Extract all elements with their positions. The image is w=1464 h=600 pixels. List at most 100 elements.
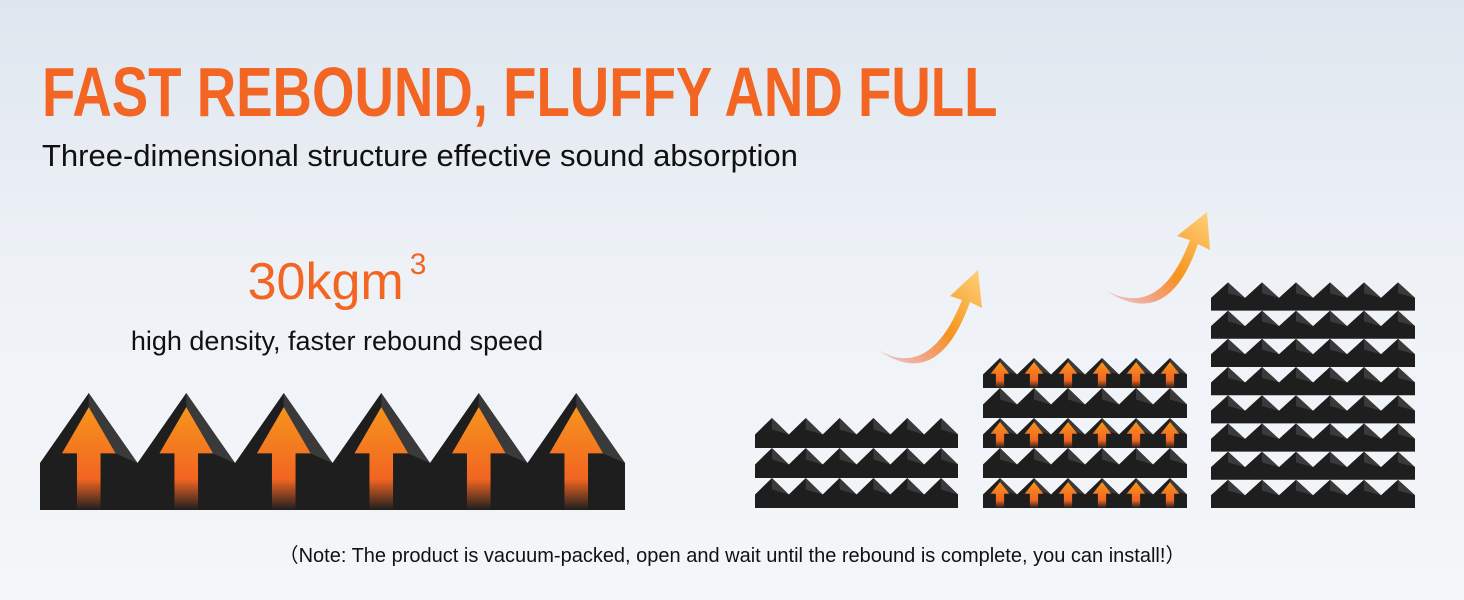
foam-wedge-shade (1068, 388, 1085, 405)
foam-wedge-shade (1262, 395, 1279, 411)
foam-wedge-shade (1296, 423, 1313, 439)
subheadline: Three-dimensional structure effective so… (42, 138, 798, 173)
foam-wedge-shade (907, 418, 925, 435)
foam-wedge-shade (941, 448, 958, 465)
installation-note: （Note: The product is vacuum-packed, ope… (278, 545, 1186, 567)
foam-wedge-shade (1068, 448, 1085, 465)
density-description: high density, faster rebound speed (130, 326, 544, 356)
foam-wedge-shade (1102, 448, 1119, 465)
foam-wedge-shade (771, 418, 789, 435)
up-arrow-icon (451, 407, 506, 510)
foam-wedge-shade (1136, 388, 1153, 405)
foam-wedge-shade (1398, 423, 1415, 439)
foam-wedge-shade (1296, 282, 1313, 298)
foam-wedge-shade (1364, 338, 1381, 355)
foam-wedge-shade (1330, 367, 1347, 383)
foam-wedge-shade (1262, 451, 1279, 468)
foam-wedge-shade (1228, 423, 1245, 439)
foam-wedge-shade (839, 418, 857, 435)
foam-wedge-shade (1398, 310, 1415, 327)
foam-wedge-shade (1398, 367, 1415, 383)
density-unit-superscript: 3 (409, 248, 427, 281)
foam-wedge-shade (1034, 388, 1051, 405)
foam-wedge-shade (1228, 310, 1245, 327)
foam-wedge-shade (1330, 395, 1347, 411)
foam-wedge-shade (1398, 451, 1415, 468)
foam-wedge-shade (1228, 338, 1245, 355)
foam-wedge-shade (1228, 282, 1245, 298)
up-arrow-icon (256, 407, 311, 510)
foam-wedge-shade (1364, 451, 1381, 468)
foam-wedge-shade (873, 418, 891, 435)
up-arrow-icon (1092, 422, 1112, 448)
foam-wedge-shade (1296, 367, 1313, 383)
foam-wedge-shade (1398, 338, 1415, 355)
foam-wedge-shade (1034, 448, 1051, 465)
up-arrow-icon (159, 407, 214, 510)
foam-wedge-shade (1330, 282, 1347, 298)
foam-wedge-shade (1364, 479, 1381, 496)
foam-wedge-shade (1398, 479, 1415, 496)
foam-wedge-shade (907, 478, 925, 495)
foam-wedge-shade (805, 478, 823, 495)
foam-wedge-shade (1296, 395, 1313, 411)
foam-wedge-shade (1398, 282, 1415, 298)
foam-wedge-shade (1398, 395, 1415, 411)
foam-wedge-shade (805, 448, 823, 465)
up-arrow-icon (1024, 482, 1044, 508)
foam-wedge-shade (1330, 338, 1347, 355)
foam-wedge-shade (1296, 451, 1313, 468)
foam-wedge-shade (1364, 310, 1381, 327)
up-arrow-icon (1024, 362, 1044, 388)
foam-wedge-shade (1364, 367, 1381, 383)
up-arrow-icon (1092, 482, 1112, 508)
foam-wedge-shade (1262, 310, 1279, 327)
up-arrow-icon (990, 482, 1010, 508)
foam-wedge-shade (1364, 423, 1381, 439)
up-arrow-icon (1058, 422, 1078, 448)
up-arrow-icon (61, 407, 116, 510)
foam-wedge-shade (1330, 479, 1347, 496)
up-arrow-icon (1160, 362, 1180, 388)
foam-wedge-shade (1262, 338, 1279, 355)
foam-wedge-shade (771, 478, 789, 495)
foam-wedge-shade (1296, 479, 1313, 496)
foam-wedge-shade (1364, 282, 1381, 298)
foam-wedge-shade (1000, 388, 1017, 405)
foam-wedge-shade (1136, 448, 1153, 465)
up-arrow-icon (549, 407, 604, 510)
up-arrow-icon (1126, 362, 1146, 388)
foam-wedge-shade (1364, 395, 1381, 411)
up-arrow-icon (1126, 422, 1146, 448)
up-arrow-icon (1058, 482, 1078, 508)
density-number: 30kgm (247, 253, 404, 311)
foam-wedge-shade (1102, 388, 1119, 405)
up-arrow-icon (1092, 362, 1112, 388)
foam-wedge-shade (1000, 448, 1017, 465)
foam-wedge-shade (1330, 423, 1347, 439)
up-arrow-icon (1058, 362, 1078, 388)
foam-wedge-shade (839, 448, 857, 465)
up-arrow-icon (354, 407, 409, 510)
foam-wedge-shade (1262, 367, 1279, 383)
foam-wedge-shade (1330, 451, 1347, 468)
foam-wedge-shade (1262, 423, 1279, 439)
up-arrow-icon (1160, 482, 1180, 508)
headline: FAST REBOUND, FLUFFY AND FULL (42, 53, 998, 131)
rebound-curve-arrow-icon (878, 270, 982, 364)
foam-wedge-shade (1228, 367, 1245, 383)
foam-wedge-shade (1228, 479, 1245, 496)
foam-wedge-shade (1228, 395, 1245, 411)
foam-wedge-shade (907, 448, 925, 465)
foam-wedge-shade (873, 448, 891, 465)
foam-wedge-shade (1228, 451, 1245, 468)
up-arrow-icon (1024, 422, 1044, 448)
foam-wedge-shade (839, 478, 857, 495)
up-arrow-icon (1160, 422, 1180, 448)
foam-wedge-shade (1296, 310, 1313, 327)
up-arrow-icon (990, 362, 1010, 388)
foam-wedge-shade (1330, 310, 1347, 327)
foam-wedge-shade (805, 418, 823, 435)
foam-wedge-shade (941, 418, 958, 435)
